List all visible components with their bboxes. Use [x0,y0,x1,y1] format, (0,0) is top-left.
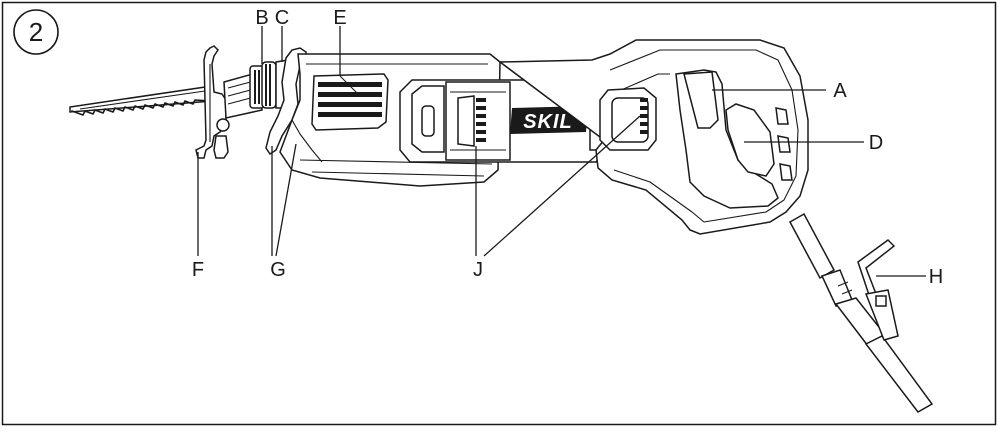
brand-logo: SKIL [523,111,573,133]
pivoting-shoe [195,45,230,159]
label-J: J [473,259,483,281]
speed-dial [599,87,657,151]
label-F: F [192,259,204,281]
label-A: A [833,80,847,102]
front-soft-grip [311,73,389,131]
saw-blade [69,85,213,116]
figure-number-badge: 2 [13,9,59,55]
figure-number: 2 [29,17,43,47]
label-B: B [255,7,268,29]
label-C: C [275,7,289,29]
label-H: H [929,266,943,288]
label-G: G [270,259,286,281]
label-E: E [333,7,346,29]
power-cord [788,212,934,413]
hex-key [857,239,899,341]
leader-lines [197,26,926,277]
label-D: D [869,132,883,154]
